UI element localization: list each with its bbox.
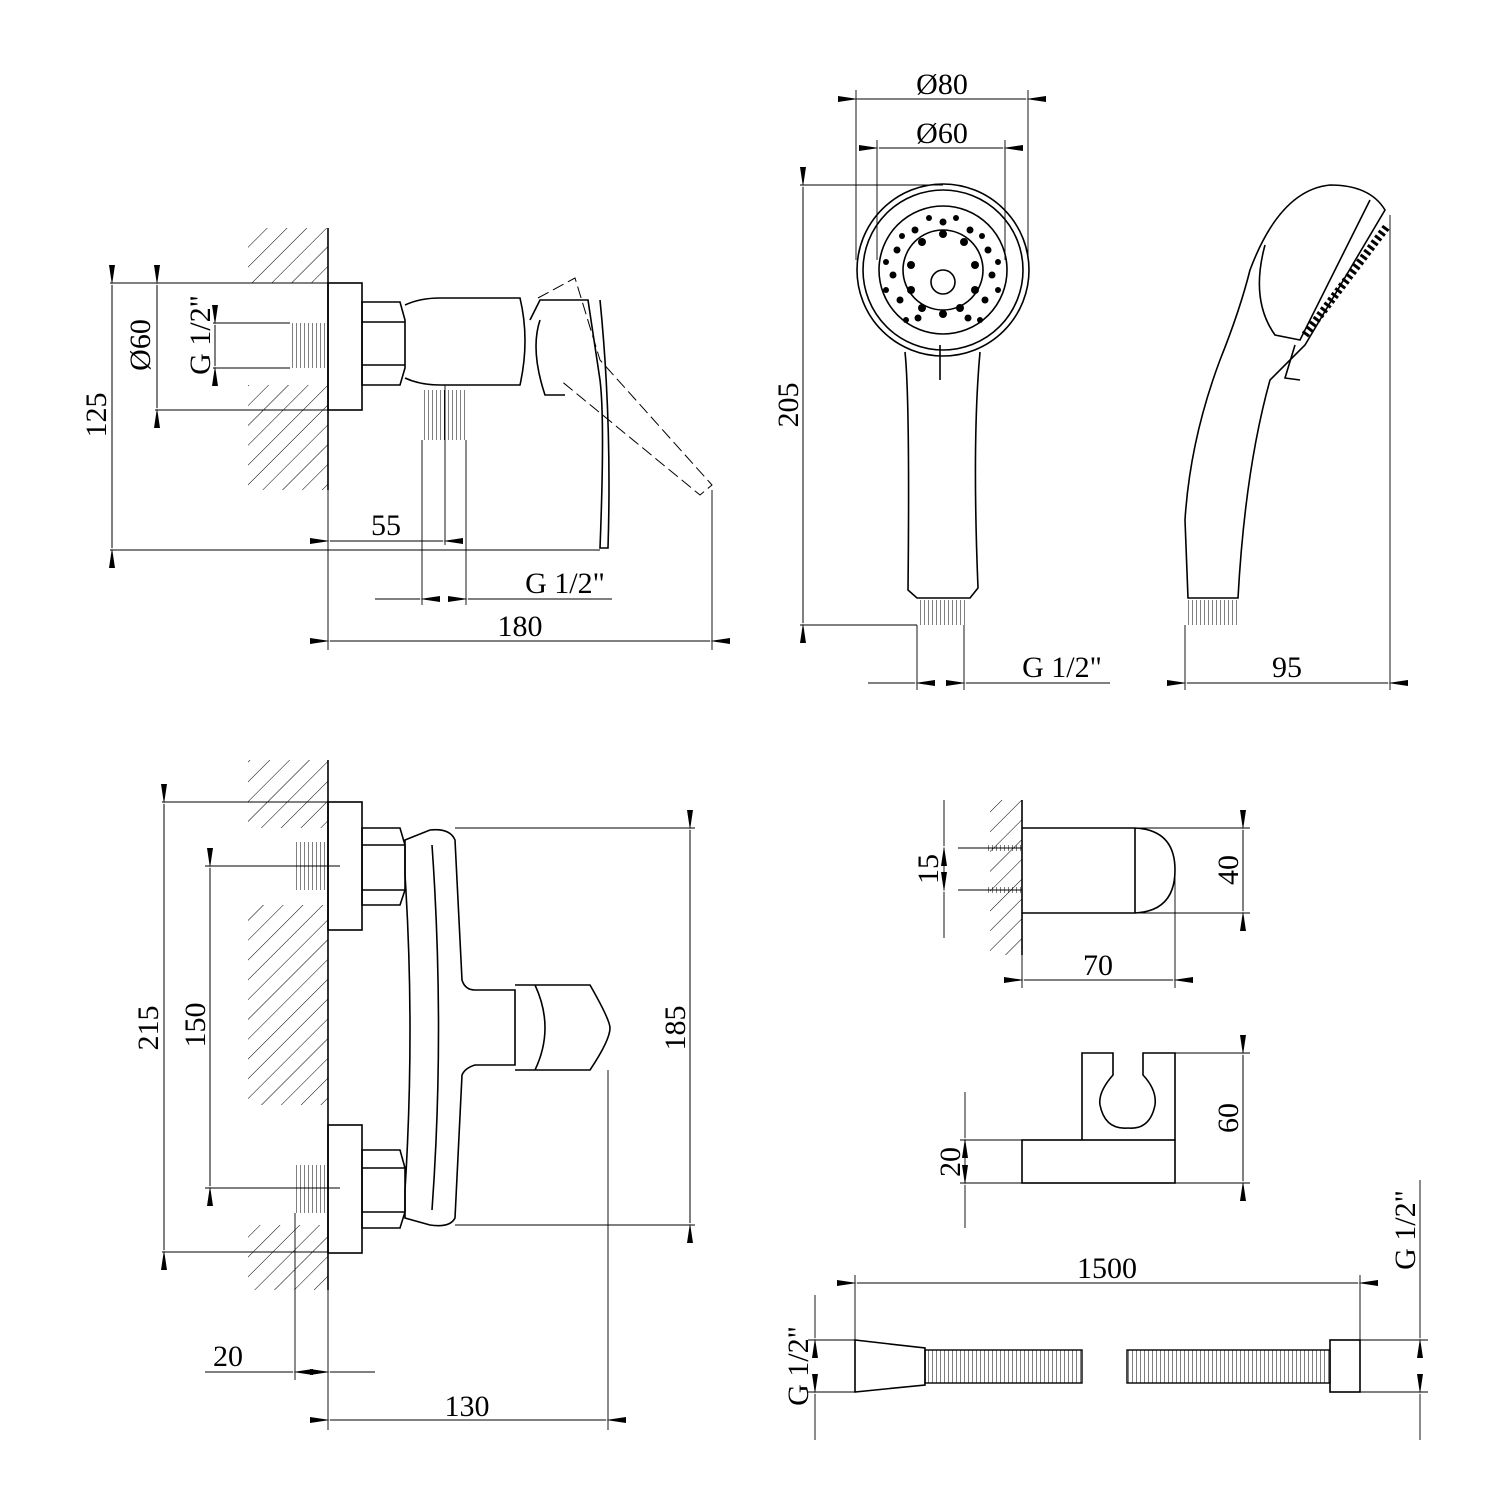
dim-outlet-offset-label: 55 <box>371 509 401 542</box>
dim-outlet-thread-label: G 1/2" <box>525 567 605 600</box>
dim-depth-label: 180 <box>498 610 543 643</box>
dim-height-label: 125 <box>80 393 113 438</box>
dim-screw-spacing-label: 15 <box>912 854 945 884</box>
wall-holder: 15 40 70 <box>912 800 1250 988</box>
dim-hose-thread-left-label: G 1/2" <box>782 1326 815 1406</box>
dim-head-inner-label: Ø60 <box>916 117 968 150</box>
dim-front-depth-label: 130 <box>445 1390 490 1423</box>
shower-hose: 1500 G 1/2" G 1/2" <box>782 1180 1428 1440</box>
dim-holder-height-label: 40 <box>1212 855 1245 885</box>
dim-length-label: 205 <box>772 383 805 428</box>
dim-side-depth-label: 95 <box>1272 651 1302 684</box>
wall-hatch <box>248 228 328 283</box>
mixer-front-view: 215 150 185 20 130 <box>132 760 695 1430</box>
dim-hose-length-label: 1500 <box>1077 1252 1137 1285</box>
dim-holder-depth-label: 70 <box>1083 949 1113 982</box>
dim-bracket-base-label: 20 <box>934 1147 967 1177</box>
shower-bracket: 60 20 <box>934 1035 1250 1228</box>
dim-bracket-height-label: 60 <box>1212 1103 1245 1133</box>
dim-hose-thread-right-label: G 1/2" <box>1389 1190 1422 1270</box>
dim-eccentric-label: 20 <box>213 1340 243 1373</box>
wall-hatch <box>248 385 328 490</box>
hand-shower-side: Ø80 Ø60 205 G 1/2" 95 <box>772 68 1408 690</box>
dim-inlet-spacing-label: 150 <box>179 1003 212 1048</box>
dim-flange-span-label: 215 <box>132 1006 165 1051</box>
dim-body-height-label: 185 <box>659 1006 692 1051</box>
hand-shower-front <box>856 183 1030 625</box>
mixer-side-view: 125 Ø60 G 1/2" 55 G 1/2" 180 <box>80 228 730 650</box>
dim-head-outer-label: Ø80 <box>916 68 968 101</box>
dim-flange-dia-label: Ø60 <box>124 319 157 371</box>
dim-thread-label: G 1/2" <box>1022 651 1102 684</box>
dim-inlet-thread-label: G 1/2" <box>184 295 217 375</box>
